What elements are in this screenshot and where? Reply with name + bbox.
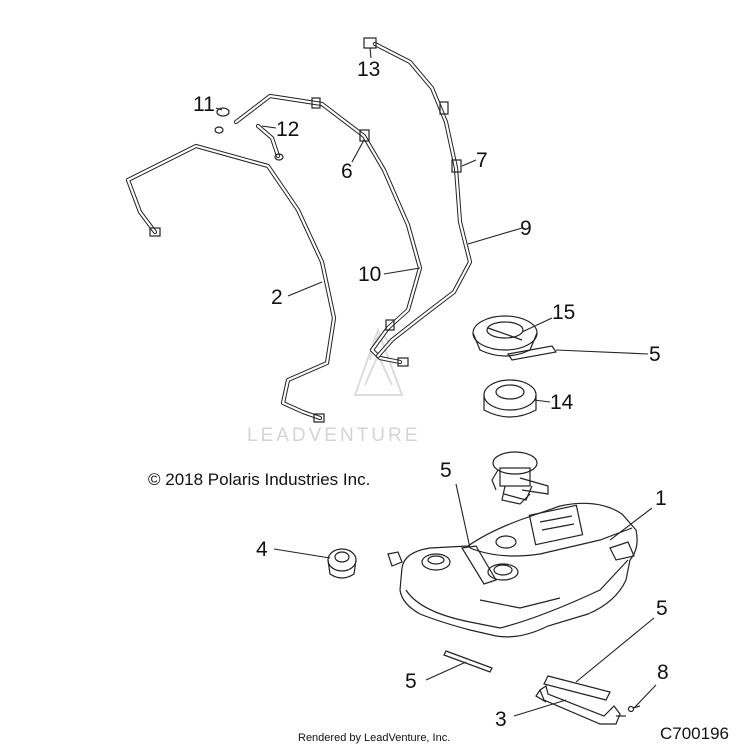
callout-11: 11 [193,93,215,116]
callout-10: 10 [358,263,382,286]
copyright-notice: © 2018 Polaris Industries Inc. [148,470,371,489]
callout-14: 14 [550,391,574,414]
callout-4: 4 [256,538,268,561]
lock-ring-14 [483,379,537,418]
callout-2: 2 [271,286,283,309]
clamp-11 [214,107,230,134]
callout-5-lower-strip: 5 [405,670,417,693]
callout-9: 9 [520,217,532,240]
callout-8: 8 [657,661,669,684]
hose-12 [255,123,284,161]
foam-strip-5-top [506,345,558,361]
callout-15: 15 [552,301,576,324]
callout-13: 13 [357,58,381,81]
foam-strip-5-tank [461,545,497,585]
callout-1: 1 [655,487,667,510]
callout-5-pump-strip: 5 [440,459,452,482]
fuel-tank-1 [399,502,638,638]
watermark-text: LEADVENTURE [247,425,421,446]
clip-7 [451,159,462,173]
callout-6: 6 [341,160,353,183]
callout-5-cover-strip: 5 [649,343,661,366]
callout-7: 7 [476,149,488,172]
screw-8 [627,705,641,713]
callout-3: 3 [495,708,507,731]
leader-lines [215,47,657,717]
diagram-code: C700196 [660,724,730,743]
fuel-pump-assembly [491,451,549,505]
hose-10 [233,93,423,367]
filler-cap-4 [327,548,403,579]
rendered-by-credit: Rendered by LeadVenture, Inc. [298,732,451,744]
clip-6 [359,129,370,142]
tank-strap-3 [535,685,626,725]
callout-12: 12 [276,118,300,141]
foam-strip-5-lower [443,650,493,673]
fuel-line-2 [125,143,337,423]
callout-5-strap-strip: 5 [656,597,668,620]
hose-9 [372,41,473,359]
foam-strip-5-right [543,675,611,701]
